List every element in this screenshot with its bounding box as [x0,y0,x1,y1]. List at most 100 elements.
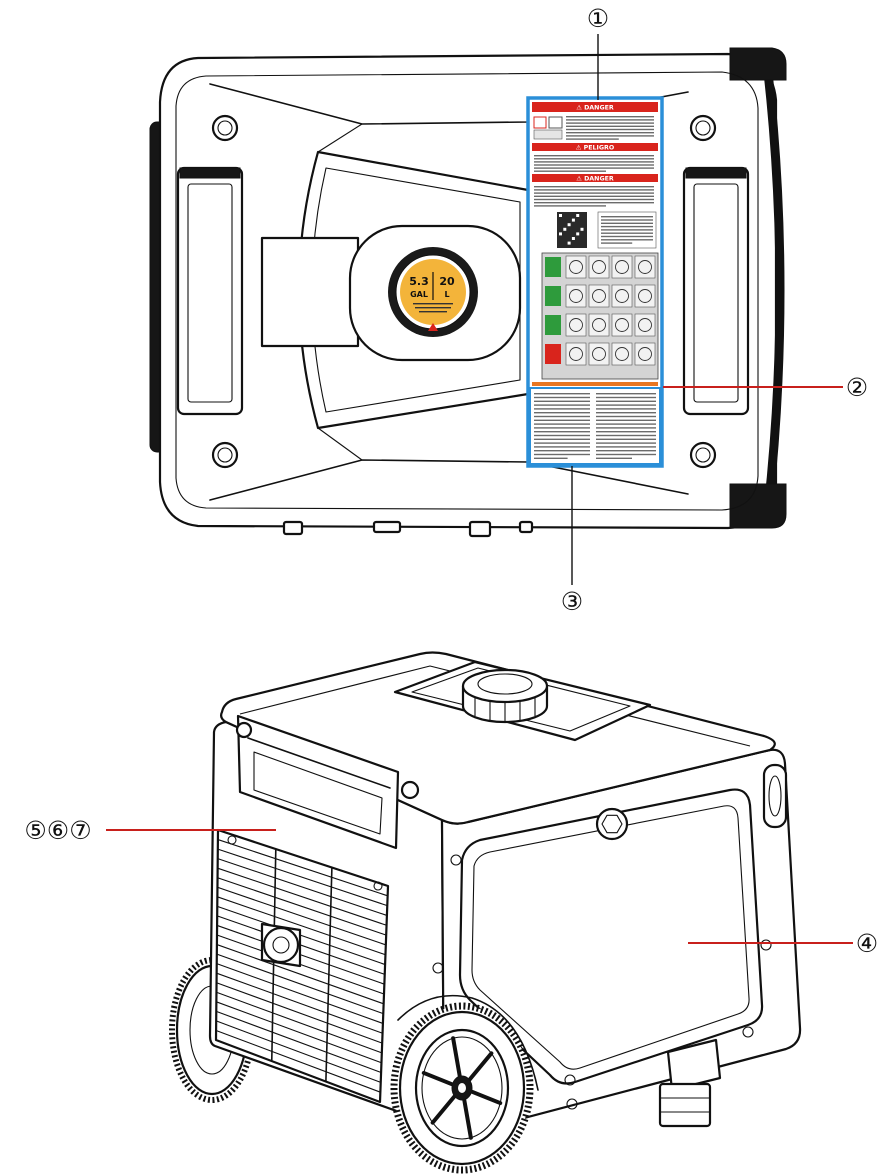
icon-grid-status-square [545,257,561,277]
label-text-line [534,458,568,459]
fuel-cap-fine-print [419,311,447,312]
qr-cell [572,237,575,240]
icon-grid-cell [566,256,586,278]
label-text-line [601,242,632,243]
label-text-line [534,442,590,443]
icon-grid-status-square [545,344,561,364]
label-text-line [534,450,590,451]
icon-grid-cell [589,285,609,307]
callout-5-6-7-label: ⑤⑥⑦ [24,816,91,845]
fuel-cap-gal-value: 5.3 [409,275,429,288]
label-text-line [534,423,590,424]
icon-grid-cell [566,314,586,336]
icon-grid-cell [589,314,609,336]
front-wheel-hub-cap [458,1083,466,1093]
icon-grid-cell [612,343,632,365]
label-text-line [534,427,590,428]
qr-cell [576,214,579,217]
label-text-line [566,126,654,127]
label-text-line [596,404,656,405]
danger-header: ⚠ DANGER [576,105,614,112]
callout-3-label: ③ [561,587,583,616]
right-carry-grip-shadow [686,168,746,178]
label-text-line [534,158,654,159]
screw-hole [213,116,237,140]
danger-header-2: ⚠ DANGER [576,175,614,182]
icon-grid-cell [566,285,586,307]
icon-grid-status-square [545,286,561,306]
qr-cell [563,228,566,231]
label-text-line [596,446,656,447]
label-text-line [566,135,654,136]
label-text-line [601,226,653,227]
warning-label-panel: ⚠ DANGER ⚠ PELIGRO ⚠ DANGER [528,98,662,466]
icon-grid-cell [612,256,632,278]
caution-bar [532,382,658,386]
left-carry-grip-shadow [180,168,240,178]
peligro-header: ⚠ PELIGRO [576,144,615,151]
bottom-port [520,522,532,532]
label-text-line [534,412,590,413]
label-text-line [566,138,619,139]
label-text-line [566,122,654,123]
label-text-line [534,205,606,206]
qr-cell [559,214,562,217]
label-text-line [601,236,653,237]
label-text-line [601,229,653,230]
icon-grid-cell [612,285,632,307]
label-text-line [534,155,654,156]
callout-2-label: ② [846,373,868,402]
fuel-cap-l-unit: L [444,290,449,299]
label-text-line [601,216,653,217]
screw-hole [691,443,715,467]
bottom-port [374,522,400,532]
label-text-line [534,435,590,436]
qr-cell [568,223,571,226]
label-text-line [534,171,606,172]
screw-hole [213,443,237,467]
label-text-line [534,416,590,417]
label-text-line [534,439,590,440]
label-text-line [534,404,590,405]
label-text-line [534,161,654,162]
label-text-line [534,189,654,190]
label-text-line [534,408,590,409]
label-text-line [534,454,590,455]
label-text-line [534,202,654,203]
bottom-port [284,522,302,534]
rear-foot [660,1084,710,1126]
label-text-line [601,239,653,240]
generator-perspective-view [172,653,800,1171]
handle-recess [262,238,358,346]
label-text-line [596,423,656,424]
label-text-line [534,431,590,432]
label-text-line [534,393,590,394]
icon-grid-cell [635,256,655,278]
fuel-cap-top: 5.3 20 GAL L [388,247,478,337]
icon-grid-cell [635,314,655,336]
icon-grid-cell [635,285,655,307]
label-text-line [601,233,653,234]
label-text-line [596,431,656,432]
label-text-line [596,412,656,413]
label-text-line [596,442,656,443]
label-text-line [596,393,656,394]
screw-hole [237,723,251,737]
label-text-line [566,132,654,133]
label-text-line [534,446,590,447]
label-text-line [596,427,656,428]
label-text-line [534,199,654,200]
icon-grid-cell [612,314,632,336]
fuel-cap-gal-unit: GAL [410,290,428,299]
label-text-line [534,192,654,193]
icon-grid-cell [589,256,609,278]
bottom-port [470,522,490,536]
callout-1-label: ① [587,4,609,33]
qr-cell [576,232,579,235]
label-text-line [601,223,653,224]
label-text-line [596,439,656,440]
fuel-cap-fine-print [415,307,451,308]
label-text-line [596,401,656,402]
label-text-line [601,219,653,220]
